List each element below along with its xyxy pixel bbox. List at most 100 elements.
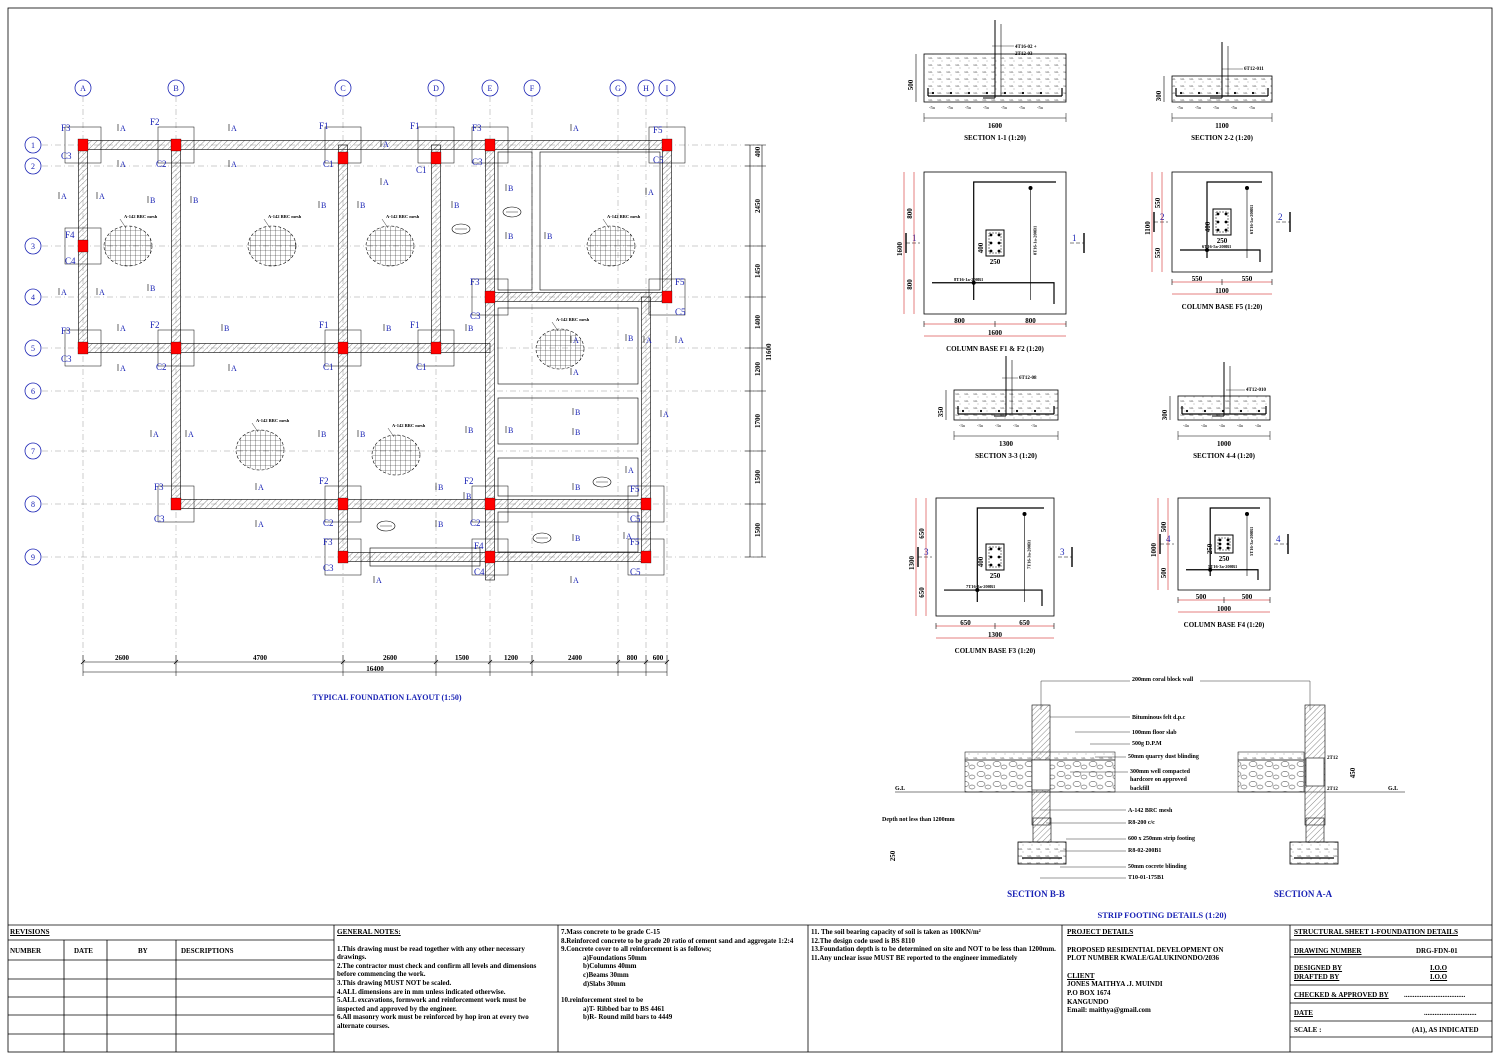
grid-bubble: [658, 79, 676, 97]
project-line: PROPOSED RESIDENTIAL DEVELOPMENT ON: [1067, 945, 1224, 954]
note: 8.Reinforced concrete to be grade 20 rat…: [561, 936, 794, 945]
date-label: DATE: [1294, 1009, 1313, 1017]
column-base-outline: [157, 329, 195, 367]
section-title: SECTION 1-1 (1:20): [964, 134, 1027, 142]
grid-bubble: [481, 79, 499, 97]
cut-label: 3: [1060, 547, 1065, 557]
column-base-plan: [1171, 171, 1273, 273]
column-section: [985, 543, 1005, 571]
general-note: 2.The contractor must check and confirm …: [337, 961, 537, 979]
section-mark-a: A: [99, 192, 105, 201]
grid-number: 6: [31, 387, 35, 396]
grid-number: 7: [31, 447, 35, 456]
dimension-value: 1100: [1144, 221, 1152, 235]
dimension-tick: [80, 659, 86, 665]
column-bar: [989, 555, 993, 559]
column-bar: [989, 563, 993, 567]
base-label: F1: [319, 121, 329, 131]
grid-letter: B: [173, 84, 178, 93]
grid-bubble: [334, 79, 352, 97]
section-mark-a: A: [376, 576, 382, 585]
strip-footing-section: [1017, 841, 1067, 865]
mesh-leader: [551, 321, 559, 332]
strip-label: 50mm cocrete blinding: [1128, 864, 1187, 870]
hardcore-fill: [1237, 759, 1305, 793]
notes-2: 7.Mass concrete to be grade C-15 8.Reinf…: [561, 928, 805, 1022]
dimension-value: 1300: [988, 631, 1003, 639]
bar-mark: -5a: [1001, 105, 1007, 110]
cut-label: 2: [1278, 212, 1283, 222]
note: c)Beams 30mm: [583, 970, 629, 979]
bar-mark: -3a: [995, 423, 1001, 428]
grid-letter: C: [340, 84, 345, 93]
section-mark-a: A: [626, 532, 632, 541]
rebar-end: [1028, 186, 1033, 190]
bar-label: 4T12-010: [1246, 388, 1267, 393]
column-label: C1: [416, 165, 427, 175]
grid-number: 2: [31, 162, 35, 171]
bar-label: 5T16-3a-200B1: [1208, 564, 1238, 569]
mesh-label: A-142 BRC mesh: [256, 418, 290, 423]
column-link: [1215, 211, 1229, 233]
grid-letter: H: [643, 84, 649, 93]
base-label: F2: [150, 117, 160, 127]
column-dim: 400: [977, 242, 985, 253]
room-outline: [497, 397, 639, 445]
column-base-outline: [64, 227, 102, 265]
bar-label: 2T12-03: [1015, 52, 1033, 57]
strip-label: 100mm floor slab: [1132, 730, 1177, 736]
note: 10.reinforcement steel to be: [561, 996, 644, 1005]
dimension-value: 550: [1192, 275, 1203, 283]
rebar-dot: [1197, 91, 1201, 95]
bar-mark: -4a: [1219, 423, 1225, 428]
foundation-plan: F3C3F2C2F1C1F1C1F3C3F5C5F4C4F3C3F5C5F3C3…: [24, 79, 773, 702]
bar-mark: -3a: [977, 423, 983, 428]
section-mark-b: B: [575, 408, 580, 417]
column-label: C5: [653, 155, 664, 165]
column: [640, 497, 652, 511]
section-mark-b: B: [360, 430, 365, 439]
column-bar: [997, 563, 1001, 567]
bar-label: 6T12-011: [1244, 67, 1264, 72]
column-label: C4: [65, 256, 76, 266]
dimension-value: 1700: [754, 414, 762, 429]
note: 9.Concrete cover to all reinforcement is…: [561, 945, 712, 954]
column-label: C2: [470, 518, 481, 528]
checked-label: CHECKED & APPROVED BY: [1294, 991, 1389, 999]
base-label: F4: [474, 541, 484, 551]
strip-footings: [78, 140, 672, 581]
dimension-value: 500: [1242, 593, 1253, 601]
ring-beam: [1031, 759, 1051, 791]
client-line: JONES MAITHYA .J. MUINDI: [1067, 980, 1163, 989]
note: 13.Foundation depth is to be determined …: [811, 945, 1056, 954]
base-label: F5: [630, 537, 640, 547]
column: [430, 151, 442, 165]
section-mark-a: A: [231, 160, 237, 169]
brc-mesh: [535, 328, 585, 370]
strip-footing: [171, 144, 181, 505]
mesh-label: A-142 BRC mesh: [607, 214, 641, 219]
column: [337, 341, 349, 355]
section-title: SECTION 3-3 (1:20): [975, 452, 1038, 460]
dimension-tick: [664, 659, 670, 665]
section-mark-b: B: [575, 428, 580, 437]
date-value: ..............................: [1424, 1009, 1477, 1017]
column-dim: 250: [990, 258, 1001, 266]
bar-mark: -4a: [1201, 423, 1207, 428]
section-mark-b: B: [547, 232, 552, 241]
bar-label: 6T16-5a-200B1: [1202, 244, 1232, 249]
bar-mark: -4a: [1183, 423, 1189, 428]
note: 7.Mass concrete to be grade C-15: [561, 928, 661, 936]
dimension-value: 800: [954, 317, 965, 325]
grid-letter: I: [666, 84, 669, 93]
bar-mark: -5a: [965, 105, 971, 110]
column: [484, 497, 496, 511]
column-bar: [989, 233, 993, 237]
grid-letter: E: [488, 84, 493, 93]
column-base-outline: [471, 538, 509, 576]
column-label: C3: [472, 157, 483, 167]
column-bar: [997, 555, 1001, 559]
dimension-value: 1500: [754, 523, 762, 538]
